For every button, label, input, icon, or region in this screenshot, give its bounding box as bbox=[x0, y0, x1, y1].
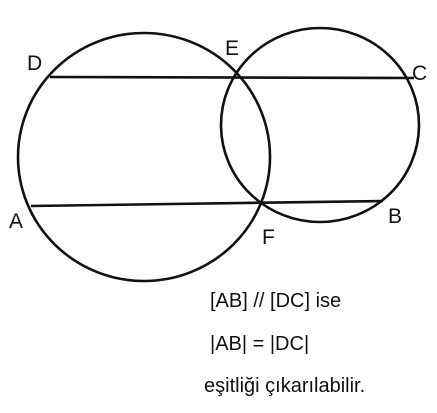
label-a: A bbox=[9, 210, 23, 233]
label-e: E bbox=[225, 37, 239, 60]
label-c: C bbox=[412, 62, 427, 85]
label-d: D bbox=[27, 52, 42, 75]
label-b: B bbox=[388, 205, 402, 228]
line-ab bbox=[30, 199, 384, 208]
caption-parallel-statement: [AB] // [DC] ise bbox=[210, 290, 342, 312]
label-f: F bbox=[262, 226, 275, 249]
caption-equality-statement: |AB| = |DC| bbox=[210, 333, 310, 355]
small-circle bbox=[219, 26, 421, 224]
line-dc bbox=[49, 75, 415, 80]
caption-conclusion: eşitliği çıkarılabilir. bbox=[204, 375, 366, 397]
large-circle bbox=[16, 31, 272, 283]
